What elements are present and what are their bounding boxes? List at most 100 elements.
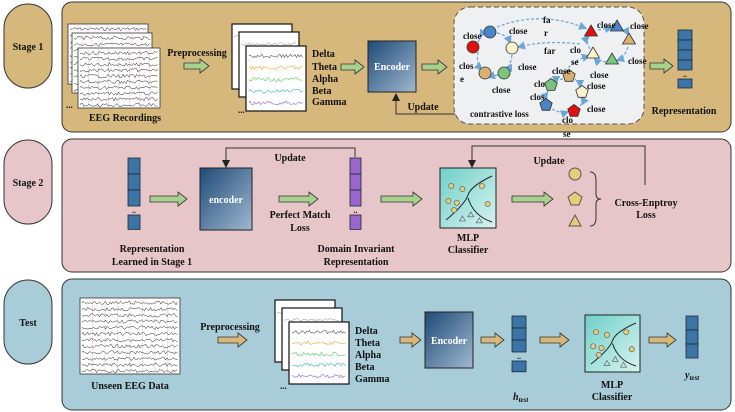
pair-label: close: [628, 56, 647, 66]
pair-arrow: [593, 57, 607, 67]
band-theta: Theta: [312, 62, 337, 73]
vector-ellipsis: ..: [354, 206, 358, 215]
signal-trace: [79, 102, 158, 108]
pair-label: close: [597, 20, 616, 30]
test-frequency-bands-stack: [274, 299, 350, 385]
pair-arrow: [574, 78, 585, 89]
data-point: [475, 217, 483, 224]
pair-label: clo: [534, 79, 545, 89]
arrow-icon: [480, 332, 505, 348]
test-pill: Test: [3, 279, 53, 365]
pair-label: e: [460, 74, 464, 84]
pair-labels: close close fa r close close far clo se …: [459, 15, 649, 139]
pair-label: r: [544, 28, 548, 38]
band-delta: Delta: [355, 326, 378, 337]
data-point: [619, 361, 628, 368]
signal-trace: [248, 100, 303, 106]
signal-trace: [248, 53, 303, 59]
band-gamma: Gamma: [355, 374, 389, 385]
data-point: [623, 329, 630, 335]
signal-trace: [81, 300, 178, 306]
vector-cell: [511, 339, 527, 353]
test-bands-ellipsis: ...: [280, 381, 287, 391]
signal-trace: [81, 331, 178, 337]
bands-ellipsis: ...: [238, 105, 245, 115]
h-test-label: htest: [513, 392, 529, 404]
pair-arrow: [473, 51, 483, 71]
band-beta: Beta: [355, 362, 374, 373]
pair-label: close: [463, 31, 482, 41]
cross-entropy-label: Cross-Enptroy: [615, 198, 678, 209]
y-subscript: test: [689, 374, 700, 382]
signal-trace: [79, 56, 158, 61]
stage2-encoder-box: [199, 167, 253, 231]
signal-trace: [240, 42, 297, 46]
pair-arrow: [565, 53, 591, 73]
data-point: [484, 201, 491, 207]
data-point: [611, 355, 619, 362]
band-alpha: Alpha: [355, 350, 381, 361]
vector-ellipsis: ..: [683, 70, 687, 79]
signal-trace: [81, 325, 178, 330]
pair-arrow: [551, 75, 564, 85]
representation-label: Representation: [652, 106, 717, 117]
signal-trace: [284, 318, 339, 322]
pair-label: far: [544, 46, 556, 56]
pair-label: close: [492, 85, 511, 95]
sample-triangle: [585, 46, 601, 59]
data-point: [628, 346, 635, 353]
signal-trace: [79, 96, 158, 102]
test-mlp-label: MLP: [601, 380, 623, 391]
pair-label: clo: [570, 45, 581, 55]
data-point: [479, 183, 485, 189]
eeg-ellipsis: ...: [66, 100, 73, 110]
domain-label-line2: Representation: [324, 257, 389, 268]
pair-arrow: [597, 24, 614, 34]
preprocessing-label: Preprocessing: [167, 48, 227, 59]
vector-ellipsis: ..: [132, 206, 136, 215]
signal-trace: [79, 62, 158, 67]
stage-2-pill: Stage 2: [3, 139, 53, 225]
rep-label-line1: Representation: [120, 244, 185, 255]
arrow-icon: [649, 58, 674, 74]
pair-arrow: [503, 54, 513, 73]
pair-label: se: [563, 129, 571, 139]
vector-cell: [511, 315, 527, 329]
vector-cell: [677, 78, 693, 89]
unseen-eeg-label: Unseen EEG Data: [91, 381, 169, 392]
signal-trace: [248, 65, 303, 71]
stage1-encoder-box: [367, 40, 417, 93]
sample-triangle: [609, 19, 625, 32]
pair-arrow: [580, 35, 591, 50]
stage1-update-label: Update: [407, 102, 439, 113]
signal-trace: [291, 373, 346, 379]
signal-trace: [248, 88, 303, 94]
signal-trace: [81, 313, 178, 318]
arrow-icon: [399, 332, 422, 348]
signal-trace: [79, 73, 158, 79]
vector-cell: [685, 329, 699, 345]
pair-arrow: [486, 71, 499, 80]
signal-trace: [79, 50, 158, 56]
band-alpha: Alpha: [312, 74, 338, 85]
pair-label: close: [552, 66, 571, 76]
signal-trace: [81, 338, 178, 343]
arrow-icon: [278, 191, 319, 207]
sample-pentagon: [567, 104, 581, 117]
cross-entropy-loss-label: Loss: [636, 210, 656, 221]
sample-circle: [483, 25, 497, 39]
arrow-icon: [380, 191, 423, 207]
y-test-vector: [685, 315, 699, 359]
stage1-encoder-label: Encoder: [374, 62, 411, 73]
sample-triangle: [604, 52, 620, 65]
y-symbol: y: [684, 370, 690, 381]
h-subscript: test: [519, 396, 530, 404]
sample-triangle: [621, 32, 637, 45]
pair-label: close: [587, 81, 606, 91]
eeg-recordings-stack: [67, 23, 161, 109]
vector-cell: [127, 173, 141, 191]
data-point: [593, 329, 599, 335]
data-point: [445, 198, 452, 204]
pair-label: close: [518, 62, 537, 72]
